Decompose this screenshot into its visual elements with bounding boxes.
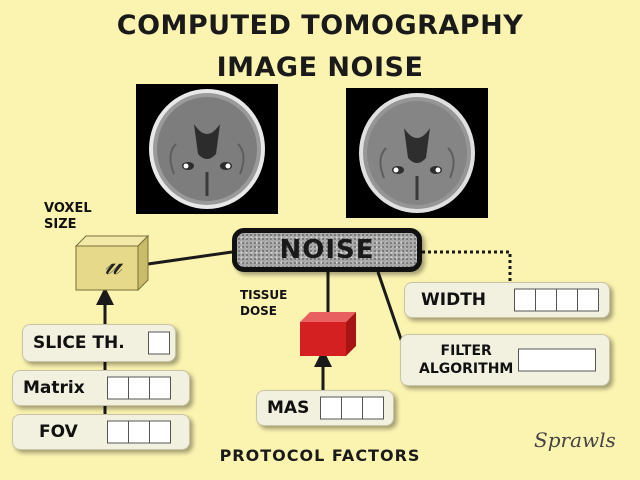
- title-line-1: COMPUTED TOMOGRAPHY: [116, 10, 524, 41]
- width-cells: [514, 288, 599, 312]
- voxel-cube: [74, 234, 150, 292]
- matrix-label: Matrix: [23, 378, 85, 398]
- voxel-to-noise-line: [147, 250, 233, 266]
- slice-thickness-cells: [148, 331, 170, 355]
- mas-cells: [320, 396, 384, 420]
- fov-box: FOV: [12, 414, 190, 450]
- mas-box: MAS: [256, 390, 394, 426]
- voxel-symbol: 𝓊: [104, 247, 122, 282]
- mas-label: MAS: [267, 398, 310, 418]
- matrix-cells: [107, 376, 171, 400]
- slice-thickness-box: SLICE TH.: [22, 324, 176, 362]
- width-box: WIDTH: [404, 282, 610, 318]
- filter-line: [376, 271, 406, 349]
- voxel-size-label: VOXEL SIZE: [44, 201, 92, 232]
- width-dotted-line: [422, 250, 512, 282]
- ct-scan-image-right: [346, 88, 488, 218]
- tissue-dose-label: TISSUE DOSE: [240, 288, 288, 318]
- slice-thickness-label: SLICE TH.: [33, 333, 125, 353]
- matrix-box: Matrix: [12, 370, 190, 406]
- fov-label: FOV: [39, 422, 78, 442]
- protocol-factors-label: PROTOCOL FACTORS: [219, 446, 421, 465]
- width-label: WIDTH: [421, 290, 487, 310]
- signature: Sprawls: [534, 428, 616, 452]
- title-line-2: IMAGE NOISE: [216, 52, 424, 83]
- ct-scan-image-left: [136, 84, 278, 214]
- filter-algorithm-box: FILTER ALGORITHM: [400, 334, 610, 386]
- dose-cube: [300, 312, 356, 356]
- filter-algorithm-cells: [518, 348, 596, 372]
- filter-algorithm-label: FILTER ALGORITHM: [419, 343, 514, 377]
- fov-cells: [107, 420, 171, 444]
- noise-box: NOISE: [232, 228, 422, 272]
